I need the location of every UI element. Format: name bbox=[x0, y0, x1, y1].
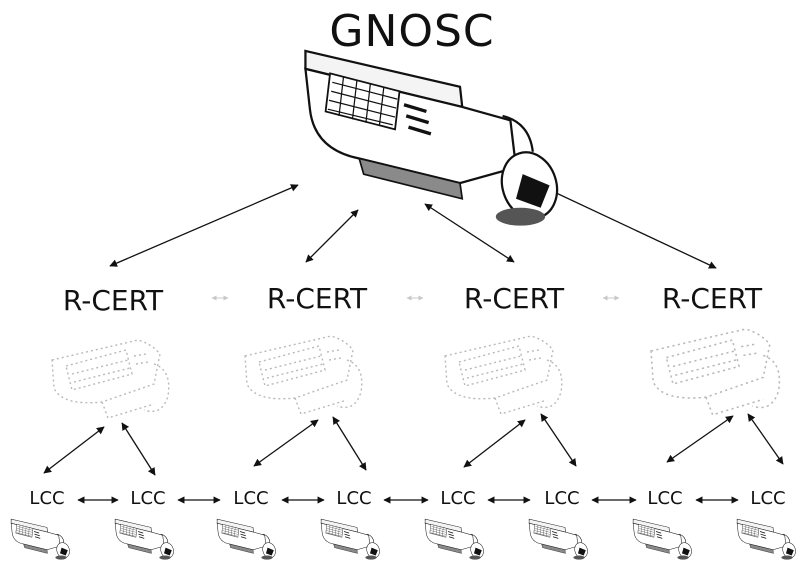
lcc-terminal-icon bbox=[528, 518, 590, 561]
rcert-label-4: R-CERT bbox=[661, 282, 763, 315]
rcert-terminal-icon bbox=[244, 335, 363, 415]
lcc-label-5: LCC bbox=[440, 488, 476, 509]
rcert-label-1: R-CERT bbox=[62, 284, 164, 317]
lcc-label-8: LCC bbox=[750, 488, 786, 509]
lcc-label-3: LCC bbox=[233, 488, 269, 509]
lcc-terminal-icon bbox=[216, 518, 278, 561]
lcc-terminal-icon bbox=[632, 518, 694, 561]
lcc-label-1: LCC bbox=[29, 488, 65, 509]
lcc-terminal-icon bbox=[10, 518, 72, 561]
rcert-terminal-icon bbox=[444, 335, 563, 415]
lcc-terminal-icon bbox=[736, 518, 798, 561]
rcert-terminal-icon bbox=[650, 328, 781, 416]
lcc-terminal-icon bbox=[114, 518, 176, 561]
rcert-terminal-icon bbox=[51, 339, 170, 419]
lcc-label-6: LCC bbox=[544, 488, 580, 509]
lcc-terminal-icon bbox=[320, 518, 382, 561]
gnosc-label: GNOSC bbox=[329, 6, 495, 57]
lcc-label-4: LCC bbox=[336, 488, 372, 509]
lcc-label-2: LCC bbox=[130, 488, 166, 509]
gnosc-terminal-icon bbox=[303, 49, 568, 228]
rcert-label-2: R-CERT bbox=[266, 282, 368, 315]
lcc-label-7: LCC bbox=[647, 488, 683, 509]
rcert-label-3: R-CERT bbox=[463, 282, 565, 315]
lcc-terminal-icon bbox=[424, 518, 486, 561]
